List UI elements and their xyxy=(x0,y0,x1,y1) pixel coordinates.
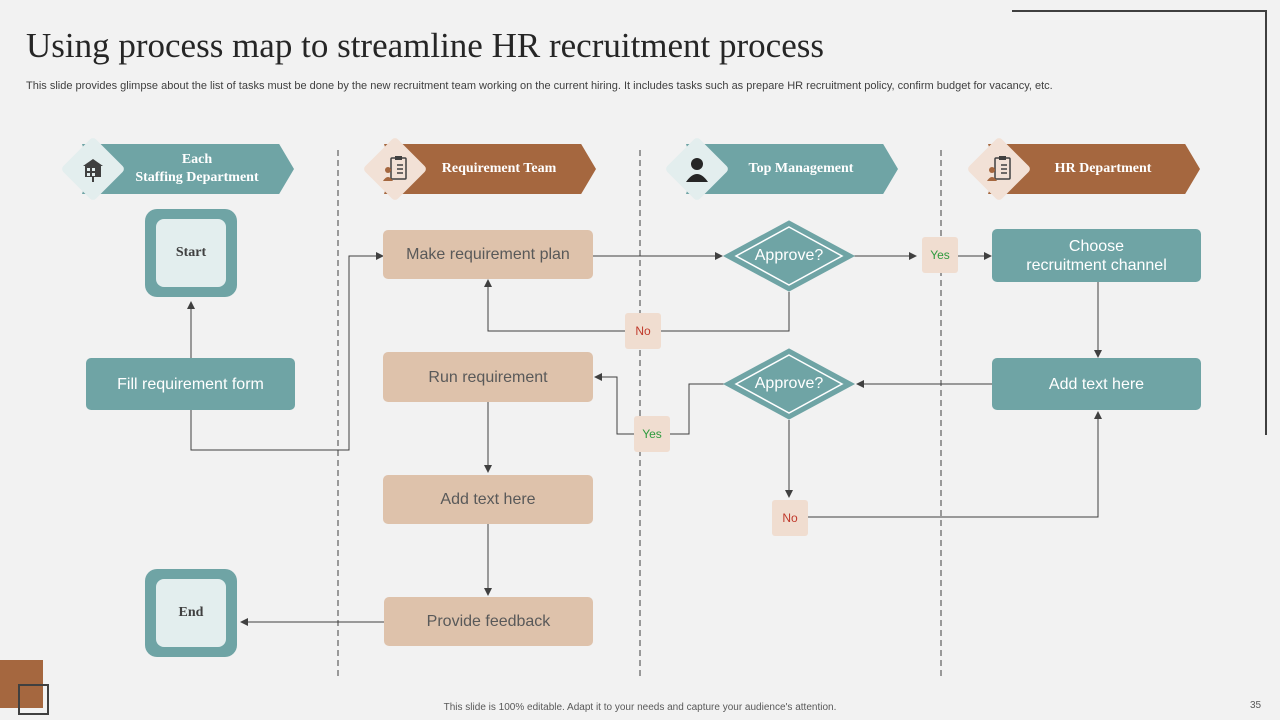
decision-diamond-inner xyxy=(734,354,844,414)
slide-subtitle: This slide provides glimpse about the li… xyxy=(26,80,1053,92)
make-requirement-plan-box: Make requirement plan xyxy=(383,230,593,279)
choose-recruitment-channel-box: Choose recruitment channel xyxy=(992,229,1201,282)
lane-label-line2: Staffing Department xyxy=(135,170,259,185)
lane-label: HR Department xyxy=(1054,161,1152,176)
start-label: Start xyxy=(156,219,226,287)
start-node: Start xyxy=(145,209,237,297)
decision-diamond-inner xyxy=(734,226,844,286)
approve-decision-1: Approve? xyxy=(754,247,824,264)
provide-feedback-box: Provide feedback xyxy=(384,597,593,646)
building-icon xyxy=(83,159,103,182)
decorative-outline-square xyxy=(18,684,49,715)
choose-line1: Choose xyxy=(1068,237,1125,255)
page-number: 35 xyxy=(1250,700,1262,711)
end-label: End xyxy=(156,579,226,647)
add-text-box-requirement: Add text here xyxy=(383,475,593,524)
footer-note: This slide is 100% editable. Adapt it to… xyxy=(443,702,837,713)
lane-label-line1: Each xyxy=(181,152,213,167)
decision-diamond xyxy=(722,348,856,420)
clipboard-person-icon xyxy=(987,156,1011,181)
end-node: End xyxy=(145,569,237,657)
add-text-box-hr: Add text here xyxy=(992,358,1201,410)
no-tag: No xyxy=(772,500,808,536)
slide-title: Using process map to streamline HR recru… xyxy=(26,26,824,65)
yes-tag: Yes xyxy=(634,416,670,452)
lane-dividers xyxy=(337,150,942,676)
decision-diamond xyxy=(722,220,856,292)
fill-requirement-form-box: Fill requirement form xyxy=(86,358,295,410)
choose-line2: recruitment channel xyxy=(1026,256,1167,274)
corner-frame xyxy=(1012,10,1267,435)
no-tag: No xyxy=(625,313,661,349)
connector xyxy=(808,411,1102,518)
clipboard-person-icon xyxy=(383,156,407,181)
lane-label: Top Management xyxy=(748,161,854,176)
lane-label: Requirement Team xyxy=(441,161,557,176)
person-icon xyxy=(686,158,708,182)
yes-tag: Yes xyxy=(922,237,958,273)
connector xyxy=(190,252,384,451)
approve-decision-2: Approve? xyxy=(754,375,824,392)
run-requirement-box: Run requirement xyxy=(383,352,593,402)
